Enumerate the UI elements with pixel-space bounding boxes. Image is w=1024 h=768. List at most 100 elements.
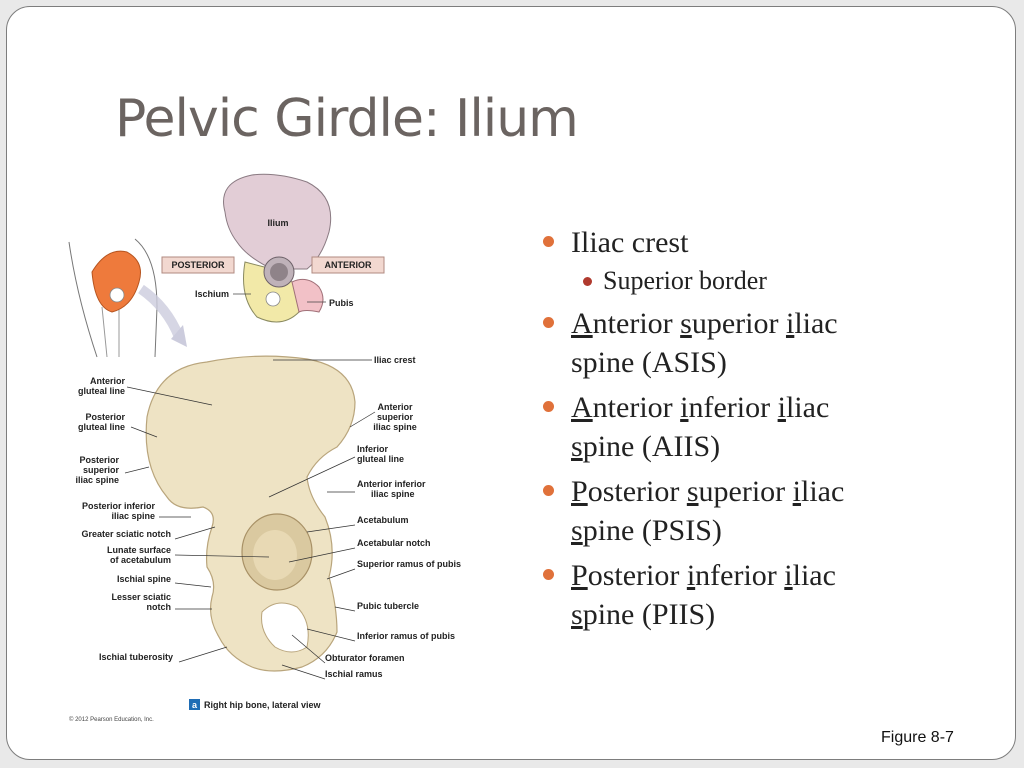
bullet-text-part: nterior xyxy=(592,391,681,424)
label-lunate-surface-1: Lunate surface xyxy=(107,545,171,555)
underlined-letter: i xyxy=(680,391,689,424)
caption-text: Right hip bone, lateral view xyxy=(204,700,322,710)
label-anterior-gluteal-line-1: Anterior xyxy=(90,376,126,386)
bullet-text-part: liac xyxy=(785,391,830,424)
bullet-iliac-crest: Iliac crest xyxy=(543,223,983,262)
underlined-letter: i xyxy=(785,307,795,340)
underlined-letter: s xyxy=(680,307,692,340)
underlined-letter: P xyxy=(571,559,588,592)
sub-bullet-superior-border: Superior border xyxy=(543,264,983,298)
label-iliac-crest: Iliac crest xyxy=(374,355,416,365)
label-obturator-foramen: Obturator foramen xyxy=(325,653,405,663)
bullet-dot xyxy=(543,317,554,328)
bullet-text-part: uperior xyxy=(691,307,786,340)
bullet-text-part: osterior xyxy=(587,475,687,508)
bullet-list: Iliac crest Superior border Anterior sup… xyxy=(543,223,983,640)
bullet-dot xyxy=(543,569,554,580)
label-aiis-2: iliac spine xyxy=(371,489,415,499)
underlined-letter: s xyxy=(686,475,699,508)
arrow-graphic xyxy=(138,284,184,339)
underlined-letter: i xyxy=(784,559,793,592)
hip-regions-illustration: POSTERIOR ANTERIOR Ilium Ischium Pubis xyxy=(161,173,385,323)
label-lesser-sciatic-notch-2: notch xyxy=(147,602,172,612)
label-ischial-ramus: Ischial ramus xyxy=(325,669,383,679)
anterior-label: ANTERIOR xyxy=(325,260,373,270)
bullet-psis: Posterior superior iliac spine (PSIS) xyxy=(543,472,983,550)
ischium-label: Ischium xyxy=(195,289,229,299)
label-asis-2: superior xyxy=(377,412,414,422)
posterior-label: POSTERIOR xyxy=(171,260,225,270)
label-posterior-gluteal-line-1: Posterior xyxy=(85,412,125,422)
label-pubic-tubercle: Pubic tubercle xyxy=(357,601,419,611)
label-psis-2: superior xyxy=(83,465,120,475)
label-acetabular-notch: Acetabular notch xyxy=(357,538,431,548)
bullet-dot xyxy=(543,485,554,496)
bullet-aiis: Anterior inferior iliac spine (AIIS) xyxy=(543,388,983,466)
hip-highlight xyxy=(91,250,141,313)
underlined-letter: A xyxy=(571,391,593,424)
left-labels: Anterior gluteal line Posterior gluteal … xyxy=(75,376,173,662)
ilium-label: Ilium xyxy=(267,218,288,228)
underlined-letter: s xyxy=(571,598,583,631)
bullet-dot xyxy=(543,401,554,412)
hip-bone-lateral xyxy=(145,355,356,672)
bullet-text-part: osterior xyxy=(587,559,687,592)
bullet-text-part: I xyxy=(571,226,581,259)
figure-reference: Figure 8-7 xyxy=(881,729,954,746)
bullet-text-part: uperior xyxy=(698,475,793,508)
bullet-text-part: pine (PSIS) xyxy=(582,514,722,547)
caption-letter: a xyxy=(192,700,198,710)
underlined-letter: s xyxy=(571,514,583,547)
sub-bullet-text: Superior border xyxy=(603,266,767,295)
bullet-text-part: liac xyxy=(794,307,838,340)
bullet-text-part: liac xyxy=(792,559,836,592)
hip-bone-diagram: POSTERIOR ANTERIOR Ilium Ischium Pubis xyxy=(68,173,461,723)
label-inferior-ramus-pubis: Inferior ramus of pubis xyxy=(357,631,455,641)
left-leader-lines xyxy=(124,386,270,663)
underlined-letter: s xyxy=(571,430,583,463)
label-psis-3: iliac spine xyxy=(75,475,119,485)
label-acetabulum: Acetabulum xyxy=(357,515,409,525)
label-superior-ramus-pubis: Superior ramus of pubis xyxy=(357,559,461,569)
label-piis-1: Posterior inferior xyxy=(82,501,156,511)
bullet-text-part: nferior xyxy=(695,559,785,592)
bullet-asis: Anterior superior iliac spine (ASIS) xyxy=(543,304,983,382)
bullet-text-part: liac xyxy=(801,475,845,508)
label-inferior-gluteal-line-2: gluteal line xyxy=(357,454,404,464)
figure-caption: a Right hip bone, lateral view © 2012 Pe… xyxy=(69,699,322,723)
body-outline-illustration xyxy=(68,238,187,358)
bullet-piis: Posterior inferior iliac spine (PIIS) xyxy=(543,556,983,634)
label-aiis-1: Anterior inferior xyxy=(357,479,426,489)
bullet-text-part: liac crest xyxy=(581,226,689,259)
sub-bullet-dot xyxy=(583,277,592,286)
label-posterior-gluteal-line-2: gluteal line xyxy=(78,422,125,432)
label-asis-1: Anterior xyxy=(377,402,413,412)
right-leader-lines xyxy=(268,359,376,680)
label-inferior-gluteal-line-1: Inferior xyxy=(357,444,389,454)
slide-title: Pelvic Girdle: Ilium xyxy=(115,89,579,149)
label-asis-3: iliac spine xyxy=(373,422,417,432)
bullet-text-part: pine (AIIS) xyxy=(582,430,721,463)
bullet-text-part: nterior xyxy=(592,307,681,340)
underlined-letter: A xyxy=(571,307,593,340)
label-ischial-spine: Ischial spine xyxy=(117,574,171,584)
label-psis-1: Posterior xyxy=(79,455,119,465)
label-lesser-sciatic-notch-1: Lesser sciatic xyxy=(111,592,171,602)
label-piis-2: iliac spine xyxy=(111,511,155,521)
underlined-letter: i xyxy=(777,391,786,424)
caption-letter-box xyxy=(189,699,200,710)
label-anterior-gluteal-line-2: gluteal line xyxy=(78,386,125,396)
bullet-dot xyxy=(543,236,554,247)
bullet-text-part: spine (ASIS) xyxy=(571,346,727,379)
pubis-label: Pubis xyxy=(329,298,354,308)
bullet-text-part: pine (PIIS) xyxy=(582,598,716,631)
label-lunate-surface-2: of acetabulum xyxy=(110,555,171,565)
underlined-letter: P xyxy=(571,475,588,508)
label-greater-sciatic-notch: Greater sciatic notch xyxy=(81,529,171,539)
right-labels: Iliac crest Anterior superior iliac spin… xyxy=(325,355,461,679)
slide: Pelvic Girdle: Ilium POSTERIOR ANTERIOR … xyxy=(6,6,1016,760)
bullet-text-part: nferior xyxy=(688,391,778,424)
underlined-letter: i xyxy=(792,475,801,508)
underlined-letter: i xyxy=(686,559,696,592)
label-ischial-tuberosity: Ischial tuberosity xyxy=(99,652,173,662)
